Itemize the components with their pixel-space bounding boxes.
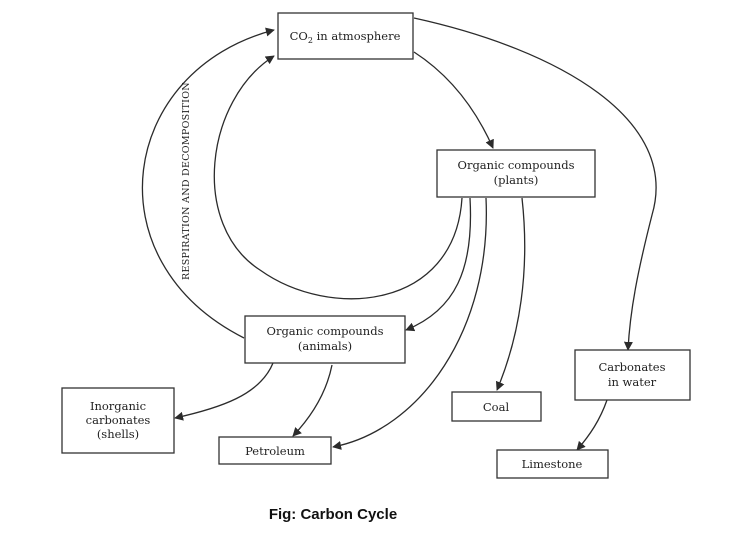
node-carbonates-in-water: Carbonates in water [574,349,691,401]
edge-co2-to-carbonates-water [413,17,657,351]
node-co2-atmosphere: CO2 in atmosphere [277,12,414,60]
node-inorganic-line1: Inorganic [90,399,146,413]
edge-plants-to-co2 [213,55,463,300]
edge-animals-to-petroleum [292,364,333,437]
edge-animals-to-inorganic [174,362,274,421]
side-label-respiration-decomposition: RESPIRATION AND DECOMPOSITION [181,82,192,280]
node-inorganic-line2: carbonates [86,413,151,427]
node-animals-line2: (animals) [298,339,352,353]
edge-co2-to-plants [413,51,494,149]
edge-plants-to-petroleum [332,197,487,450]
node-plants-line2: (plants) [494,173,539,187]
edge-carbonates-water-to-limestone [576,399,608,451]
node-co2-atmosphere-label: CO2 in atmosphere [290,29,401,45]
node-organic-compounds-plants: Organic compounds (plants) [436,149,596,198]
figure-caption: Fig: Carbon Cycle [269,506,397,523]
node-petroleum-label: Petroleum [245,444,305,458]
node-organic-compounds-animals: Organic compounds (animals) [244,315,406,364]
node-carbonates-water-line1: Carbonates [598,360,665,374]
edge-plants-to-animals [405,197,472,332]
edge-plants-to-coal [495,197,526,391]
node-carbonates-water-line2: in water [608,375,657,389]
node-limestone: Limestone [496,449,609,479]
node-plants-line1: Organic compounds [458,158,575,172]
node-coal-label: Coal [483,400,510,414]
node-inorganic-line3: (shells) [97,427,139,441]
node-coal: Coal [451,391,542,422]
connectors [141,17,657,451]
node-limestone-label: Limestone [522,457,583,471]
edge-animals-to-co2 [141,27,275,339]
node-inorganic-carbonates: Inorganic carbonates (shells) [61,387,175,454]
node-animals-line1: Organic compounds [267,324,384,338]
node-petroleum: Petroleum [218,436,332,465]
